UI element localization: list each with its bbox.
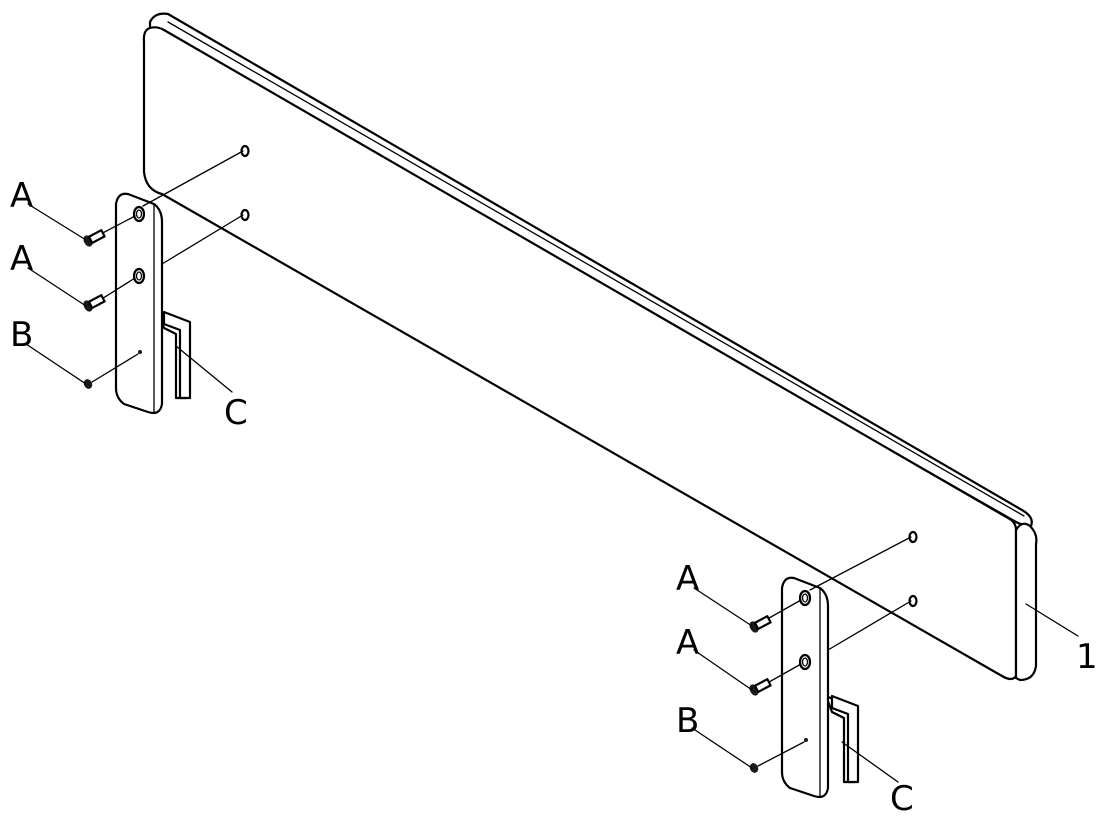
- leader-line: [841, 741, 899, 783]
- alignment-line: [827, 600, 912, 651]
- leader-line: [27, 267, 87, 307]
- alignment-line: [809, 536, 912, 591]
- bracket-assembly-right: A A B C: [676, 536, 914, 818]
- leader-line: [691, 727, 753, 769]
- label-screw: A: [676, 559, 699, 599]
- label-small-screw: B: [676, 701, 699, 741]
- board-hole: [908, 530, 918, 544]
- board-hole: [240, 144, 250, 158]
- bracket-hook-side: [162, 310, 192, 400]
- screw-a: [749, 599, 802, 633]
- screw-b: [749, 741, 805, 773]
- board-part-1: [142, 12, 1038, 682]
- label-screw: A: [676, 623, 699, 663]
- plate-pilot-hole: [804, 738, 808, 742]
- label-screw: A: [10, 176, 33, 216]
- leader-line: [693, 649, 753, 691]
- alignment-line: [142, 150, 244, 207]
- label-bracket: C: [890, 779, 914, 818]
- plate-hole: [798, 653, 812, 671]
- leader-line: [25, 343, 87, 385]
- board-front-face: [142, 26, 1018, 681]
- bracket-plate: [780, 576, 830, 799]
- label-screw: A: [10, 239, 33, 279]
- screw-a: [83, 215, 136, 247]
- bracket-plate: [114, 192, 164, 415]
- label-small-screw: B: [10, 315, 33, 355]
- plate-hole-inner: [135, 209, 143, 219]
- bracket-assembly-left: A A B C: [10, 150, 248, 433]
- leader-line: [27, 203, 87, 241]
- board-hole: [240, 208, 250, 222]
- leader-line: [1025, 603, 1079, 637]
- leader-line: [175, 345, 233, 393]
- plate-hole-inner: [135, 271, 143, 281]
- plate-hole: [132, 205, 146, 223]
- leader-line: [693, 587, 753, 627]
- plate-hole: [132, 267, 146, 285]
- board-edge-line: [167, 21, 1025, 517]
- screw-b: [83, 353, 139, 389]
- bracket-hook-side: [830, 694, 860, 784]
- plate-hole: [798, 589, 812, 607]
- screw-a: [749, 663, 802, 696]
- plate-hole-inner: [801, 657, 809, 667]
- plate-pilot-hole: [138, 350, 142, 354]
- plate-hole-inner: [801, 593, 809, 603]
- board-end-face: [1014, 522, 1038, 682]
- label-bracket: C: [224, 393, 248, 433]
- board-top-face: [148, 12, 1033, 530]
- label-board: 1: [1076, 637, 1098, 677]
- alignment-line: [161, 214, 244, 265]
- screw-a: [83, 277, 136, 312]
- board-hole: [908, 594, 918, 608]
